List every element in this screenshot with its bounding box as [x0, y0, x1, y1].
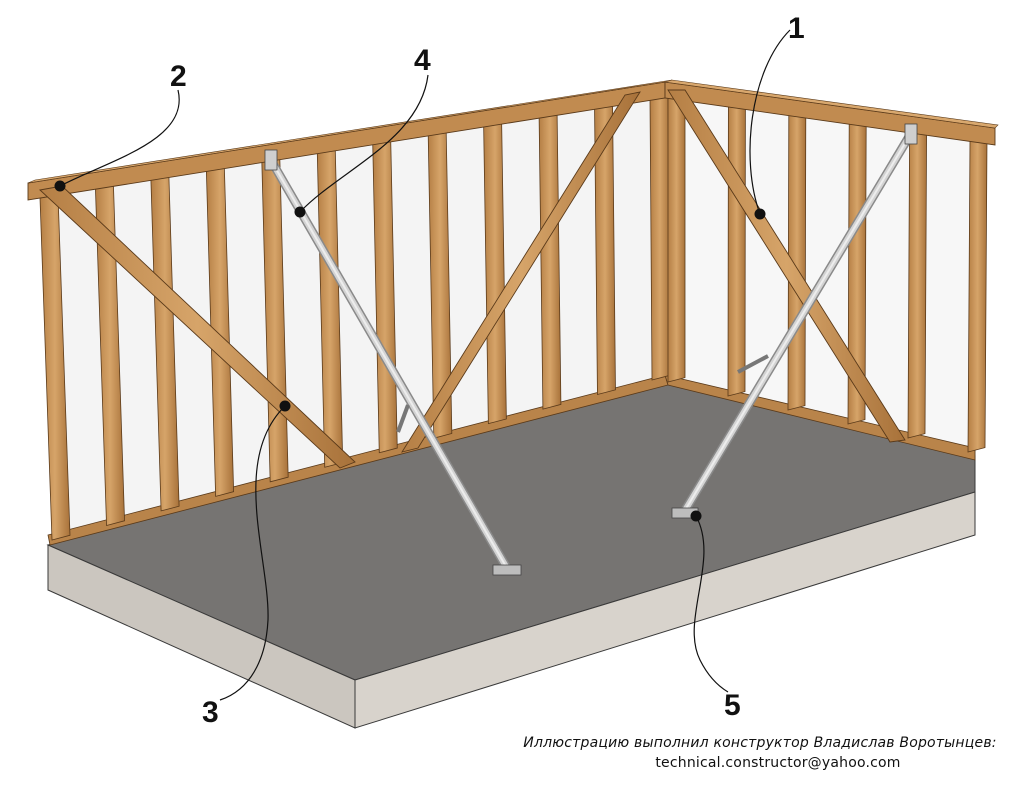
callout-numbers: 1 2 3 4 5: [170, 12, 805, 729]
stud: [667, 94, 686, 383]
callout-number-1: 1: [788, 12, 805, 45]
callout-number-3: 3: [202, 696, 219, 729]
stud: [967, 137, 988, 453]
stud: [538, 112, 562, 410]
metal-temporary-braces: [264, 123, 918, 576]
callout-number-4: 4: [414, 44, 431, 77]
author-email: technical.constructor@yahoo.com: [655, 755, 901, 771]
author-credit: Иллюстрацию выполнил конструктор Владисл…: [523, 735, 997, 751]
stud: [727, 103, 746, 397]
callout-number-5: 5: [724, 689, 741, 722]
callout-dot-5: [690, 510, 702, 522]
stud: [907, 129, 928, 439]
callout-dots: [54, 180, 766, 522]
callout-leaders: [59, 29, 791, 701]
callout-dot-1: [754, 208, 766, 220]
callout-dot-3: [279, 400, 291, 412]
stud: [649, 94, 671, 381]
callout-dot-4: [294, 206, 306, 218]
wooden-diagonal-braces: [39, 89, 906, 469]
callout-number-2: 2: [170, 60, 187, 93]
callout-dot-2: [54, 180, 66, 192]
concrete-slab: [46, 374, 976, 729]
